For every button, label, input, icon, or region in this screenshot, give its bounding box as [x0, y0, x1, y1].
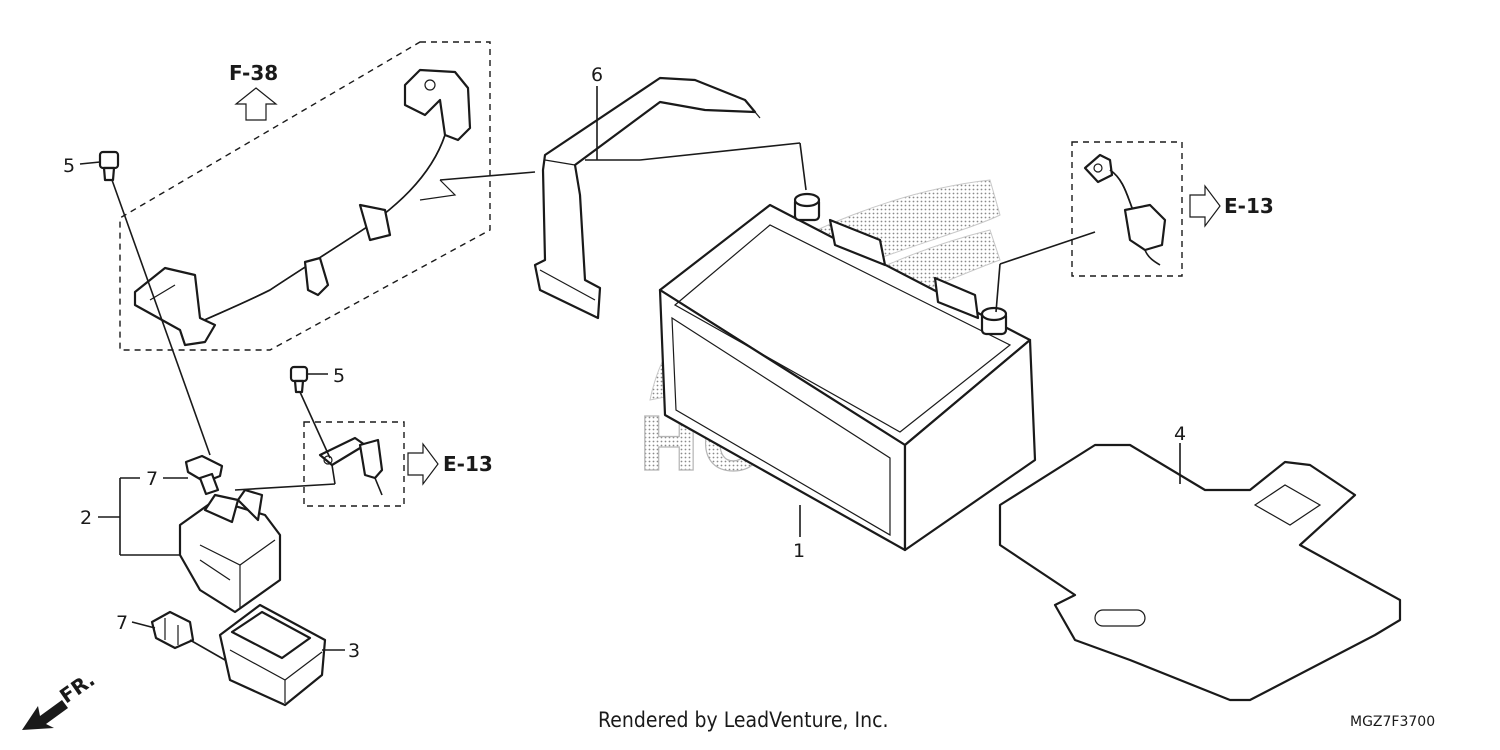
bolt-upper: [98, 150, 120, 182]
diagram-code: MGZ7F3700: [1350, 714, 1436, 730]
battery-sheet: [998, 443, 1402, 702]
e13-left-arrow-icon: [407, 442, 439, 486]
callout-1: 1: [793, 540, 805, 562]
bolt-lower: [289, 365, 309, 394]
footer-credit: Rendered by LeadVenture, Inc.: [598, 708, 889, 732]
e13-left-dashed-box: [303, 421, 405, 507]
harness-dashed-box: [119, 41, 491, 351]
leader-lines: [79, 86, 1181, 661]
battery-cable-left: [318, 436, 384, 496]
callout-6: 6: [591, 64, 603, 86]
battery-harness: [133, 68, 472, 347]
callout-5-lower: 5: [333, 365, 345, 387]
callout-7-lower: 7: [116, 612, 128, 634]
sheet-slot-lower: [1094, 609, 1146, 627]
relay-cover: [218, 603, 327, 707]
e13-right-arrow-icon: [1189, 184, 1221, 228]
fuse-lower: [150, 610, 195, 650]
callout-3: 3: [348, 640, 360, 662]
front-arrow-icon: [22, 700, 68, 730]
fuse-upper: [184, 454, 224, 496]
ref-e13-right: E-13: [1224, 194, 1274, 218]
callout-5-upper: 5: [63, 155, 75, 177]
honda-wing-logo: [649, 179, 1001, 401]
callout-7-upper: 7: [146, 468, 158, 490]
f38-arrow-icon: [234, 87, 278, 121]
e13-right-dashed-box: [1071, 141, 1183, 277]
callout-2: 2: [80, 507, 92, 529]
battery-band: [533, 76, 761, 320]
sheet-slot-upper: [1253, 484, 1322, 526]
ref-e13-left: E-13: [443, 452, 493, 476]
starter-relay: [178, 488, 282, 614]
callout-4: 4: [1174, 423, 1186, 445]
battery: [658, 192, 1037, 552]
battery-cable-right: [1083, 153, 1167, 266]
ref-f38: F-38: [229, 61, 278, 85]
